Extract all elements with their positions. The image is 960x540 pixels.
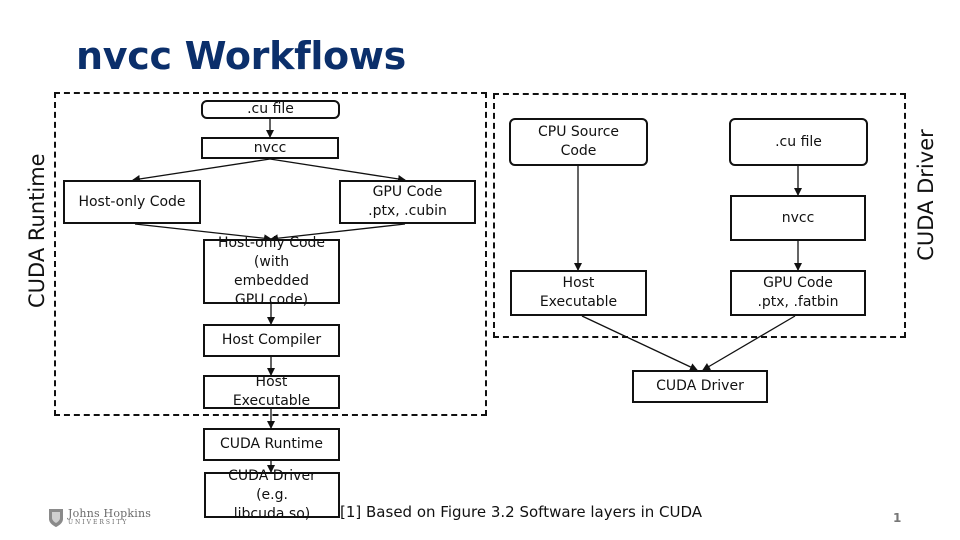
host-compiler-box: Host Compiler xyxy=(203,324,340,357)
cuda-driver-region xyxy=(493,93,906,338)
runtime-cu-file-box: .cu file xyxy=(201,100,340,119)
shield-icon xyxy=(49,509,63,527)
logo-line1: Johns Hopkins xyxy=(68,507,152,520)
page-number: 1 xyxy=(893,511,902,525)
slide-title: nvcc Workflows xyxy=(76,34,406,78)
arrow-host-exec-to-cuda-driver xyxy=(581,315,698,371)
arrow-gpu-code-to-embedded xyxy=(270,223,406,243)
embedded-gpu-code-box: Host-only Code (with embedded GPU code) xyxy=(203,235,340,308)
arrow-nvcc-to-gpu-code xyxy=(269,158,406,183)
arrow-nvcc-to-host-only xyxy=(132,158,271,183)
jhu-logo: Johns Hopkins UNIVERSITY xyxy=(48,508,151,528)
footnote: [1] Based on Figure 3.2 Software layers … xyxy=(340,503,703,521)
logo-line2: UNIVERSITY xyxy=(68,519,129,526)
cuda-runtime-box: CUDA Runtime xyxy=(203,428,340,461)
driver-cu-file-box: .cu file xyxy=(729,118,868,166)
host-only-code-box: Host-only Code xyxy=(63,180,201,224)
driver-gpu-code-box: GPU Code .ptx, .fatbin xyxy=(730,270,866,316)
runtime-nvcc-box: nvcc xyxy=(201,137,339,159)
cpu-source-code-box: CPU Source Code xyxy=(509,118,648,166)
driver-nvcc-box: nvcc xyxy=(730,195,866,241)
arrow-gpu-code-to-cuda-driver xyxy=(702,315,796,371)
runtime-host-executable-box: Host Executable xyxy=(203,374,340,409)
driver-host-executable-box: Host Executable xyxy=(510,270,647,316)
runtime-gpu-code-box: GPU Code .ptx, .cubin xyxy=(339,180,476,224)
runtime-cuda-driver-box: CUDA Driver (e.g. libcuda.so) xyxy=(204,468,340,522)
arrow-host-only-to-embedded xyxy=(134,223,272,243)
cuda-driver-box: CUDA Driver xyxy=(632,370,768,403)
